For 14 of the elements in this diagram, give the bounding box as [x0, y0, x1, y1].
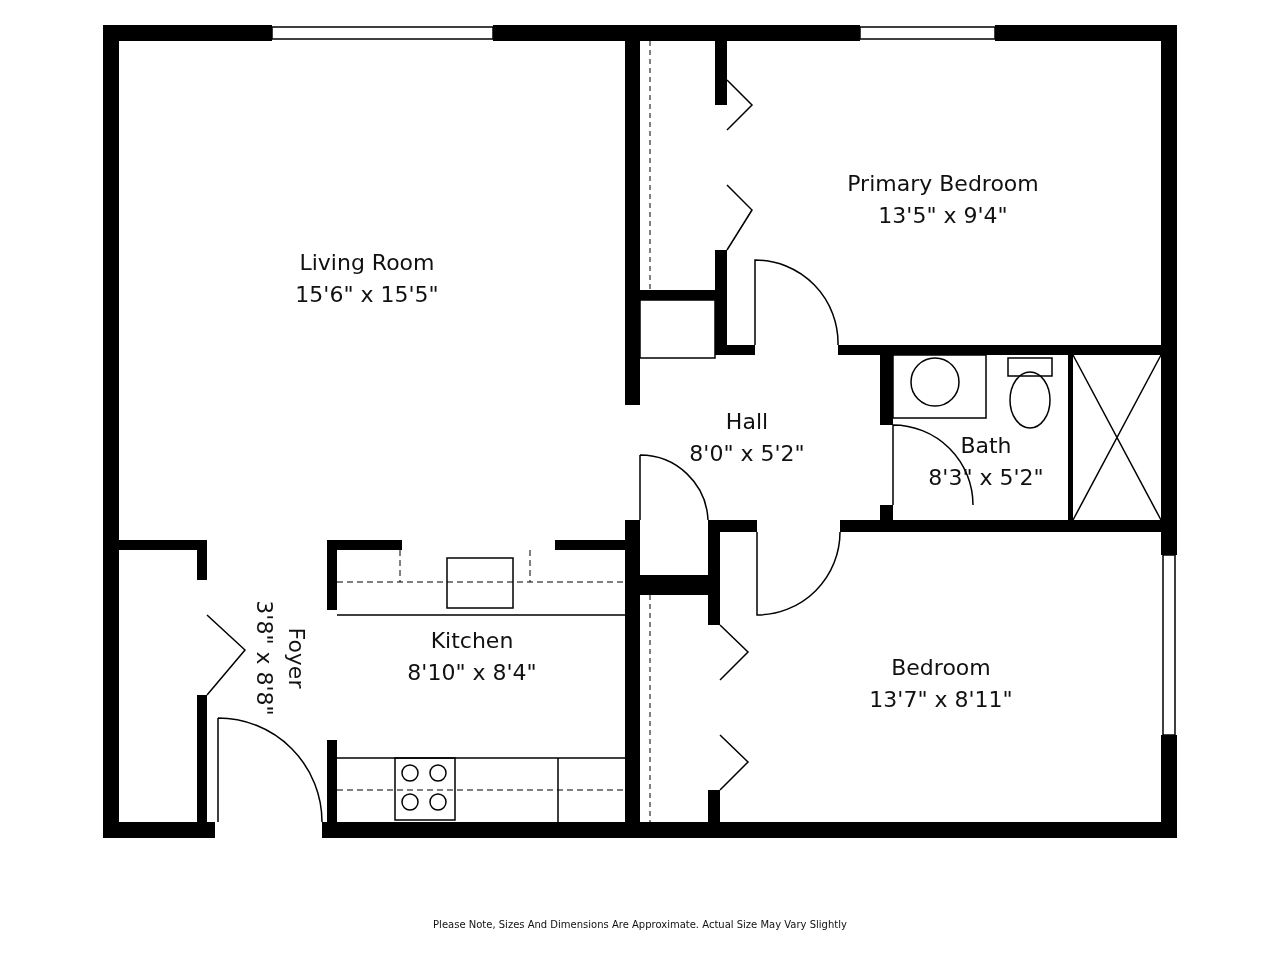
room-dimensions: 13'5" x 9'4": [877, 202, 1009, 230]
room-dimensions: 8'10" x 8'4": [407, 659, 537, 687]
room-name: Foyer: [283, 626, 310, 691]
room-name: Kitchen: [429, 627, 515, 655]
room-dimensions: 13'7" x 8'11": [869, 686, 1013, 714]
room-name: Primary Bedroom: [847, 170, 1039, 198]
room-dimensions: 8'0" x 5'2": [689, 440, 805, 468]
room-dimensions: 3'8" x 8'8": [251, 600, 278, 716]
room-name: Living Room: [298, 249, 436, 277]
room-dimensions: 15'6" x 15'5": [295, 281, 439, 309]
room-name: Bath: [959, 432, 1013, 460]
room-name: Bedroom: [890, 654, 992, 682]
room-name: Hall: [724, 408, 770, 436]
disclaimer-note: Please Note, Sizes And Dimensions Are Approximate. Actual Size May Vary Slightly: [433, 919, 847, 930]
